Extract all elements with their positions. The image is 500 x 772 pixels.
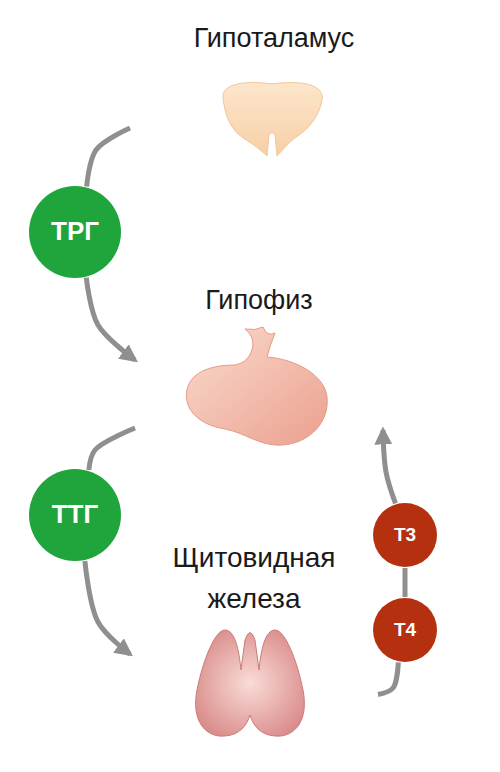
flow-arrow [383,430,395,503]
hormone-label: ТТГ [52,499,99,530]
hypothalamus: Гипоталамус [130,10,418,170]
hormone-circle: Т4 [372,597,438,663]
flow-arrow [87,128,130,186]
hypothalamus-illustration [215,80,330,160]
circle-fill [29,186,121,278]
hormone-circle: ТТГ [28,468,122,562]
flow-arrow [403,568,408,597]
thyroid-outline [196,630,305,736]
flow-arrow [89,428,135,470]
organ-heading: Гипофиз [135,284,383,316]
circle-fill [373,503,437,567]
organ-heading: Щитовидная железа [130,538,378,619]
thyroid-illustration [185,620,315,740]
flow-arrow [378,662,398,694]
hormone-label: Т3 [394,524,416,547]
pituitary-illustration [175,325,335,450]
hormone-label: ТРГ [51,216,99,247]
hormone-label: Т4 [394,619,416,642]
hormone-circle: Т3 [372,502,438,568]
flow-arrow [85,561,130,654]
hormone-circle: ТРГ [28,185,122,279]
circle-fill [373,598,437,662]
pituitary-outline [186,327,327,445]
circle-fill [29,469,121,561]
organ-heading: Гипоталамус [130,22,418,54]
pituitary: Гипофиз [135,278,383,450]
flow-arrow [86,278,135,360]
hypothalamus-outline [223,83,322,156]
thyroid: Щитовидная железа [130,538,378,750]
